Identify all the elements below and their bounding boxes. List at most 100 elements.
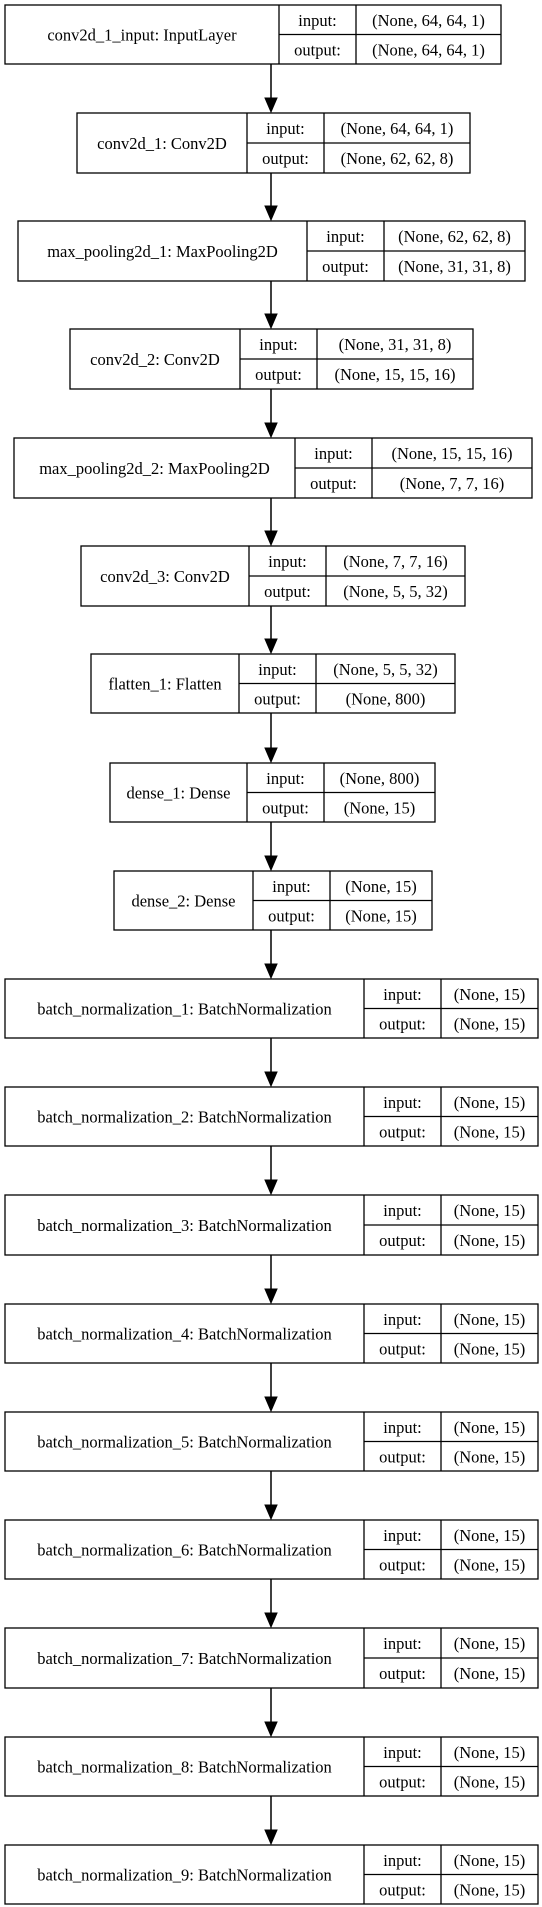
arrow-head [264, 422, 278, 439]
output-shape-value: (None, 15) [454, 1014, 525, 1033]
input-port-label: input: [383, 985, 422, 1004]
input-shape-value: (None, 800) [340, 769, 420, 788]
output-shape-value: (None, 15) [454, 1339, 525, 1358]
output-port-label: output: [379, 1014, 426, 1033]
layer-node: conv2d_1_input: InputLayerinput:output:(… [4, 4, 502, 65]
arrow-head [264, 638, 278, 655]
output-port-label: output: [254, 689, 301, 708]
output-shape-value: (None, 15) [454, 1880, 525, 1899]
input-shape-value: (None, 15) [454, 1634, 525, 1653]
node-label: batch_normalization_2: BatchNormalizatio… [37, 1108, 332, 1127]
layer-node: batch_normalization_8: BatchNormalizatio… [4, 1736, 539, 1797]
input-shape-value: (None, 15) [454, 985, 525, 1004]
input-shape-value: (None, 64, 64, 1) [341, 119, 454, 138]
output-port-label: output: [262, 798, 309, 817]
node-label: dense_1: Dense [126, 784, 230, 803]
node-label: conv2d_1_input: InputLayer [47, 26, 237, 45]
output-port-label: output: [379, 1122, 426, 1141]
edge-arrow [264, 389, 278, 439]
output-port-label: output: [262, 149, 309, 168]
input-port-label: input: [383, 1743, 422, 1762]
node-label: batch_normalization_8: BatchNormalizatio… [37, 1758, 332, 1777]
input-port-label: input: [259, 335, 298, 354]
input-port-label: input: [314, 444, 353, 463]
output-shape-value: (None, 31, 31, 8) [398, 257, 511, 276]
input-port-label: input: [383, 1310, 422, 1329]
output-shape-value: (None, 800) [346, 689, 426, 708]
output-port-label: output: [379, 1664, 426, 1683]
node-label: conv2d_2: Conv2D [90, 350, 220, 369]
node-label: batch_normalization_6: BatchNormalizatio… [37, 1541, 332, 1560]
input-port-label: input: [383, 1201, 422, 1220]
output-port-label: output: [255, 365, 302, 384]
output-shape-value: (None, 15) [454, 1664, 525, 1683]
edge-arrow [264, 1688, 278, 1738]
output-shape-value: (None, 15) [454, 1555, 525, 1574]
input-shape-value: (None, 7, 7, 16) [343, 552, 447, 571]
output-port-label: output: [379, 1231, 426, 1250]
input-port-label: input: [383, 1526, 422, 1545]
edge-arrow [264, 1363, 278, 1413]
node-label: dense_2: Dense [131, 892, 235, 911]
input-shape-value: (None, 15) [454, 1851, 525, 1870]
node-label: batch_normalization_9: BatchNormalizatio… [37, 1866, 332, 1885]
input-shape-value: (None, 15) [454, 1743, 525, 1762]
arrow-head [264, 1721, 278, 1738]
layer-node: batch_normalization_3: BatchNormalizatio… [4, 1194, 539, 1256]
node-label: batch_normalization_4: BatchNormalizatio… [37, 1325, 332, 1344]
layer-node: batch_normalization_7: BatchNormalizatio… [4, 1627, 539, 1689]
input-port-label: input: [266, 769, 305, 788]
edge-arrow [264, 930, 278, 980]
arrow-head [264, 313, 278, 330]
arrow-head [264, 97, 278, 114]
edge-arrow [264, 173, 278, 222]
output-shape-value: (None, 15) [454, 1447, 525, 1466]
layer-node: batch_normalization_6: BatchNormalizatio… [4, 1519, 539, 1580]
arrow-head [264, 747, 278, 764]
arrow-head [264, 1829, 278, 1846]
input-shape-value: (None, 15) [454, 1310, 525, 1329]
edge-arrow [264, 498, 278, 547]
layer-node: max_pooling2d_2: MaxPooling2Dinput:outpu… [13, 437, 533, 499]
input-port-label: input: [383, 1851, 422, 1870]
input-port-label: input: [272, 877, 311, 896]
arrow-head [264, 1071, 278, 1088]
node-label: batch_normalization_1: BatchNormalizatio… [37, 1000, 332, 1019]
arrow-head [264, 205, 278, 222]
output-shape-value: (None, 15) [454, 1231, 525, 1250]
layer-node: batch_normalization_1: BatchNormalizatio… [4, 978, 539, 1039]
input-shape-value: (None, 62, 62, 8) [398, 227, 511, 246]
edge-arrow [264, 822, 278, 872]
output-shape-value: (None, 5, 5, 32) [343, 582, 447, 601]
output-shape-value: (None, 15, 15, 16) [335, 365, 456, 384]
node-label: batch_normalization_3: BatchNormalizatio… [37, 1216, 332, 1235]
input-shape-value: (None, 5, 5, 32) [333, 660, 437, 679]
node-label: conv2d_3: Conv2D [100, 567, 230, 586]
edge-arrow [264, 1255, 278, 1305]
output-port-label: output: [379, 1555, 426, 1574]
input-port-label: input: [383, 1418, 422, 1437]
node-box [13, 437, 533, 499]
input-port-label: input: [266, 119, 305, 138]
node-label: batch_normalization_7: BatchNormalizatio… [37, 1649, 332, 1668]
layer-node: batch_normalization_2: BatchNormalizatio… [4, 1086, 539, 1147]
arrow-head [264, 1179, 278, 1196]
output-port-label: output: [264, 582, 311, 601]
input-port-label: input: [298, 11, 337, 30]
layer-node: max_pooling2d_1: MaxPooling2Dinput:outpu… [17, 220, 526, 282]
arrow-head [264, 963, 278, 980]
input-shape-value: (None, 15, 15, 16) [392, 444, 513, 463]
edge-arrow [264, 281, 278, 330]
arrow-head [264, 855, 278, 872]
output-port-label: output: [310, 474, 357, 493]
node-label: batch_normalization_5: BatchNormalizatio… [37, 1433, 332, 1452]
layer-node: batch_normalization_4: BatchNormalizatio… [4, 1303, 539, 1364]
input-shape-value: (None, 15) [454, 1201, 525, 1220]
edge-arrow [264, 1471, 278, 1521]
input-port-label: input: [268, 552, 307, 571]
node-label: max_pooling2d_1: MaxPooling2D [47, 242, 278, 261]
